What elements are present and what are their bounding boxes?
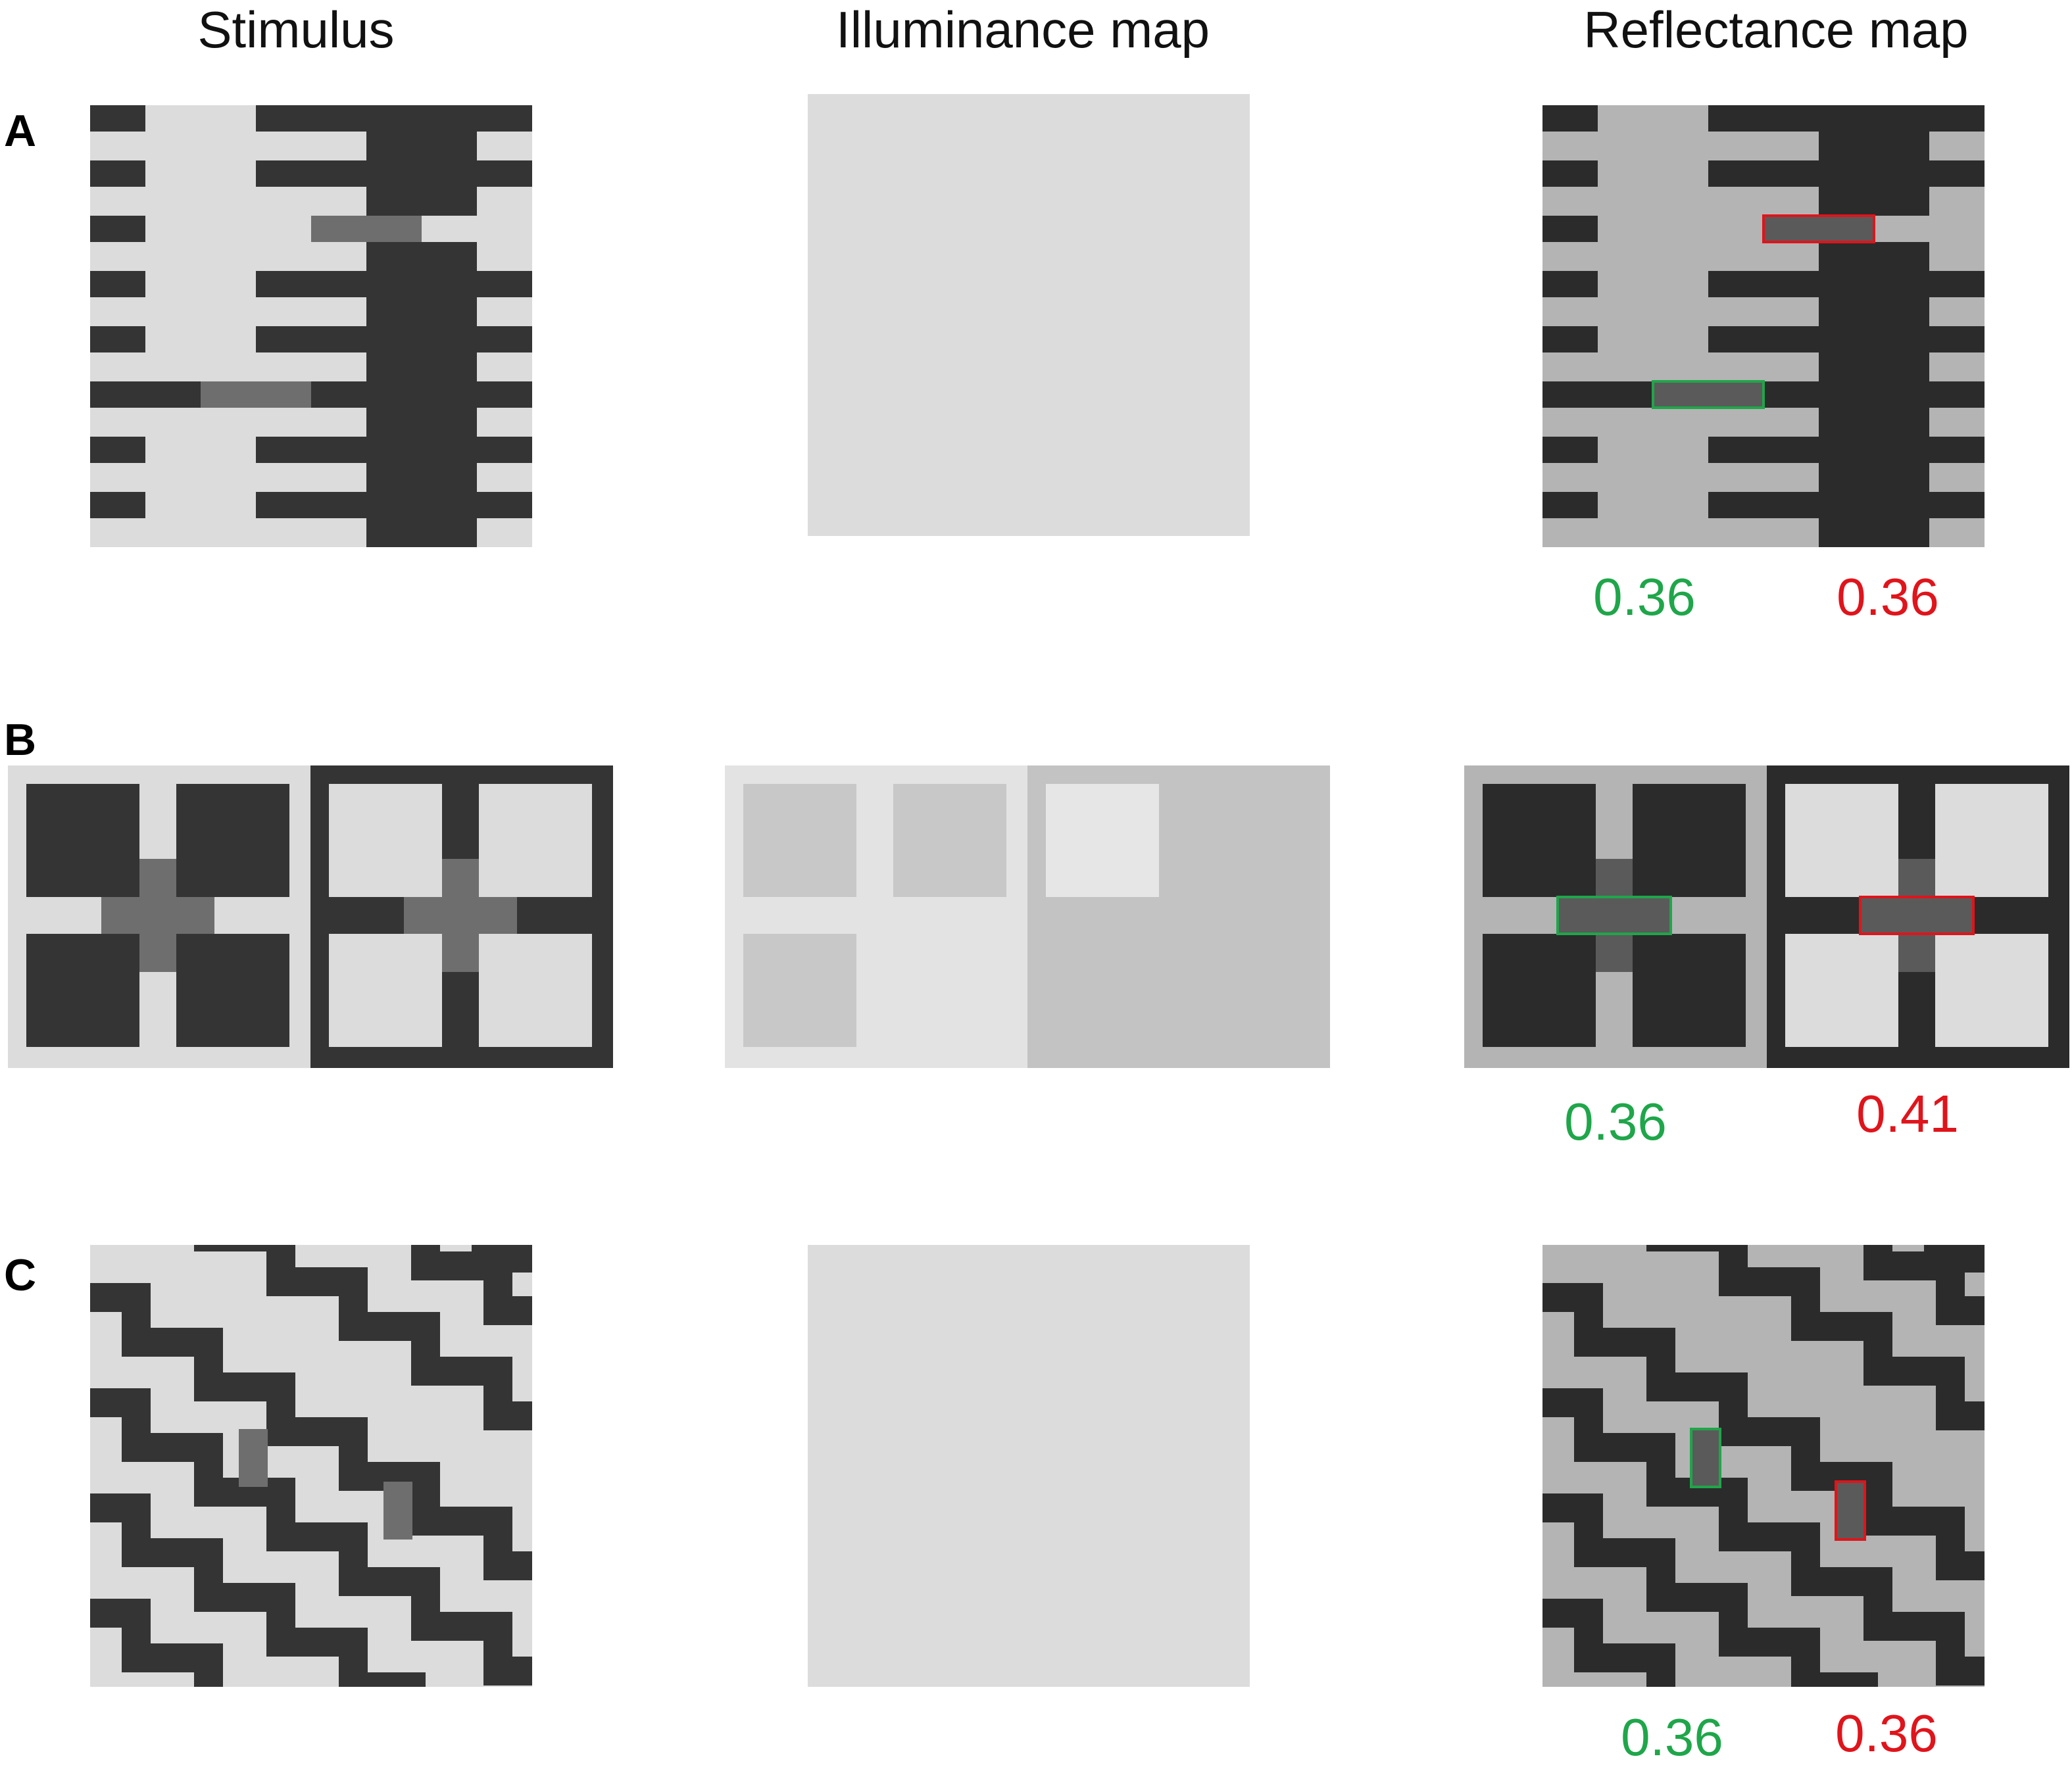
reflectance-panel-b — [1464, 765, 2069, 1068]
right-light-squares — [329, 784, 592, 1047]
illuminance-panel-b — [725, 765, 1330, 1068]
value-green-a: 0.36 — [1593, 568, 1696, 626]
right-light-stubs — [1929, 132, 1985, 547]
zigzag-stripes — [1542, 1245, 1985, 1687]
illum-left-squares — [743, 784, 1006, 1047]
row-label-a: A — [4, 106, 37, 156]
column-heading-stimulus: Stimulus — [197, 1, 395, 59]
middle-bars — [256, 105, 366, 518]
value-red-b: 0.41 — [1856, 1084, 1959, 1143]
row-label-b: B — [4, 715, 37, 765]
column-heading-reflectance: Reflectance map — [1583, 1, 1969, 59]
uniform-illuminance — [808, 1245, 1250, 1687]
right-light-squares — [1785, 784, 2048, 1047]
left-dark-squares — [26, 784, 289, 1047]
right-dark-stubs — [1929, 105, 1985, 518]
left-bar-stubs — [90, 105, 201, 518]
stimulus-panel-c — [90, 1245, 532, 1687]
right-light-stubs — [477, 132, 532, 547]
uniform-illuminance — [808, 94, 1250, 536]
green-outline — [1556, 896, 1672, 935]
right-dark-stubs — [477, 105, 532, 518]
stimulus-panel-b — [8, 765, 613, 1068]
value-green-c: 0.36 — [1621, 1708, 1723, 1766]
target-patch-right — [311, 216, 422, 242]
right-target-cross — [404, 859, 517, 972]
left-dark-squares — [1483, 784, 1746, 1047]
column-heading-illuminance: Illuminance map — [836, 1, 1210, 59]
value-red-a: 0.36 — [1837, 568, 1939, 626]
row-label-c: C — [4, 1250, 37, 1300]
red-outline — [1859, 896, 1975, 935]
illum-bright-square — [1046, 784, 1159, 897]
target-patch-green — [1652, 380, 1765, 409]
left-bar-stubs — [1542, 105, 1653, 518]
stimulus-panel-a — [90, 105, 532, 547]
middle-bars — [1708, 105, 1819, 518]
dark-column — [1819, 105, 1929, 547]
illuminance-panel-c — [808, 1245, 1250, 1687]
illuminance-panel-a — [808, 94, 1250, 536]
reflectance-panel-c — [1542, 1245, 1985, 1687]
target-patch-red — [1762, 214, 1875, 243]
left-target-cross — [101, 859, 214, 972]
value-green-b: 0.36 — [1564, 1092, 1667, 1151]
reflectance-panel-a — [1542, 105, 1985, 547]
target-patch-right — [383, 1482, 412, 1540]
target-patch-left — [201, 381, 311, 408]
left-target-cross — [1558, 859, 1671, 972]
target-patch-green — [1690, 1428, 1721, 1488]
zigzag-stripes — [90, 1245, 532, 1687]
dark-column — [366, 105, 477, 547]
right-target-cross — [1860, 859, 1973, 972]
value-red-c: 0.36 — [1835, 1704, 1938, 1762]
target-patch-red — [1835, 1480, 1866, 1541]
target-patch-left — [239, 1429, 268, 1487]
